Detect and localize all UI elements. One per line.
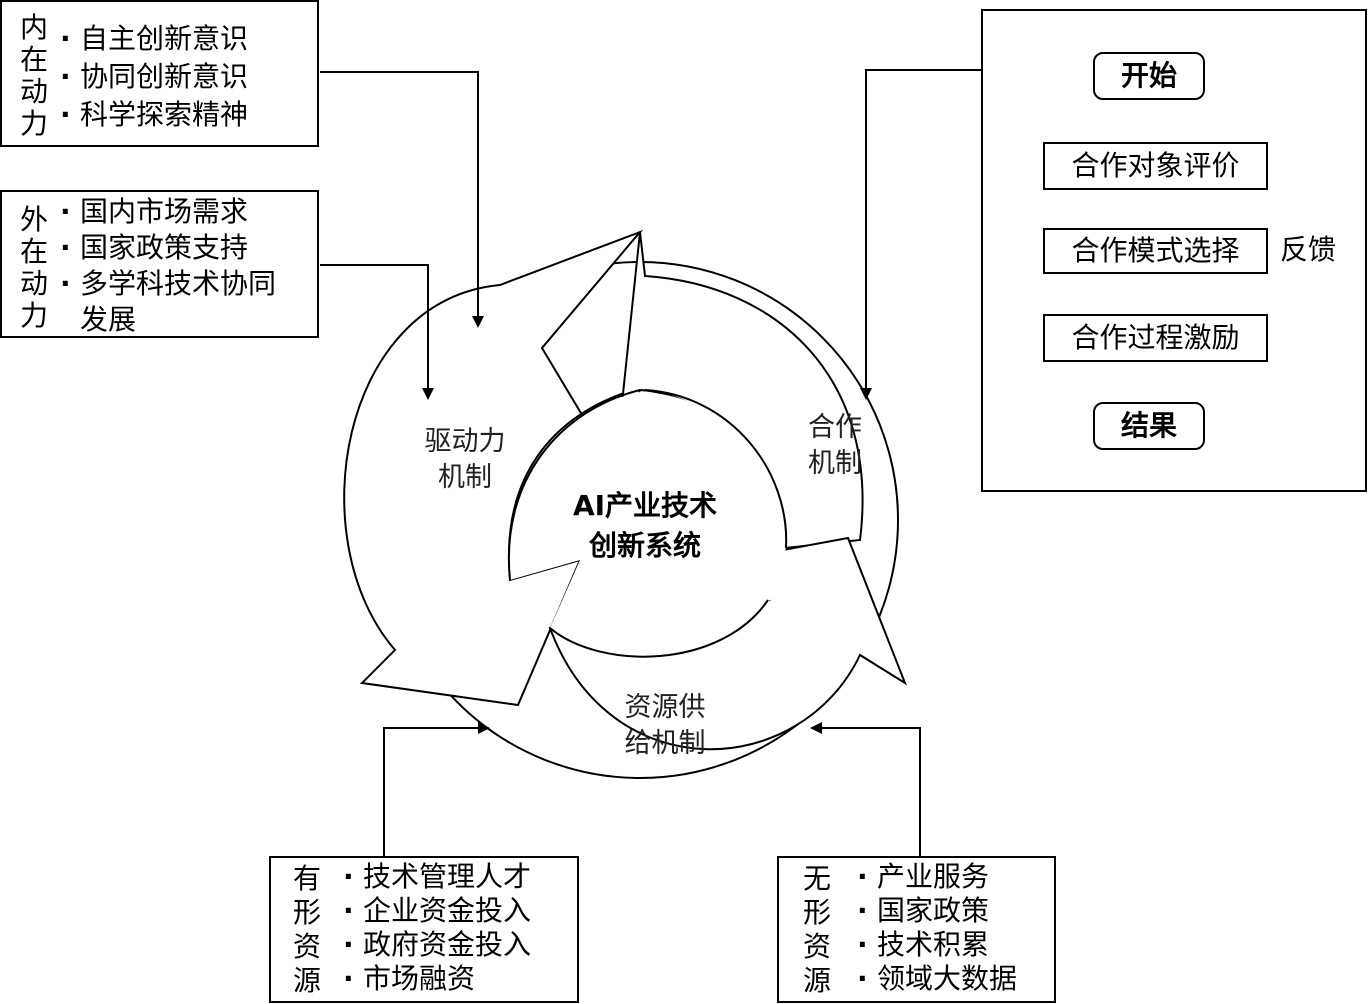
label-char: 资 [803, 930, 832, 963]
list-item: 国内市场需求 [58, 194, 276, 230]
flow-feedback-label: 反馈 [1270, 232, 1346, 268]
center-line: 创新系统 [588, 529, 701, 562]
connector-internal [320, 71, 484, 328]
cycle-inner-gap [508, 392, 787, 661]
list-item: 协同创新意识 [58, 58, 248, 96]
label-char: 力 [20, 107, 49, 140]
label-char: 外 [20, 203, 49, 236]
internal-force-list: 自主创新意识 协同创新意识 科学探索精神 [58, 20, 248, 134]
flow-start: 开始 [1093, 52, 1205, 100]
flow-result: 结果 [1093, 402, 1205, 450]
label-line: 合作 [808, 412, 862, 443]
label-char: 源 [803, 964, 832, 997]
list-item: 企业资金投入 [341, 894, 531, 928]
list-item: 国家政策 [855, 894, 1017, 928]
flow-step-evaluation: 合作对象评价 [1043, 142, 1268, 190]
list-item: 国家政策支持 [58, 230, 276, 266]
tangible-resource-list: 技术管理人才 企业资金投入 政府资金投入 市场融资 [341, 860, 531, 996]
cooperation-mechanism-label: 合作 机制 [795, 410, 875, 482]
tangible-resource-label: 有 形 资 源 [293, 862, 321, 998]
list-item: 领域大数据 [855, 962, 1017, 996]
external-force-list: 国内市场需求 国家政策支持 多学科技术协同 发展 [58, 194, 276, 338]
label-char: 动 [20, 267, 49, 300]
list-item: 技术积累 [855, 928, 1017, 962]
label-char: 动 [20, 75, 49, 108]
label-char: 资 [293, 930, 322, 963]
tangible-resource-box: 有 形 资 源 技术管理人才 企业资金投入 政府资金投入 市场融资 [269, 856, 579, 1003]
label-char: 内 [20, 11, 49, 44]
label-line: 给机制 [624, 728, 706, 759]
connector-cooperation [860, 69, 982, 400]
label-char: 力 [20, 299, 49, 332]
list-item: 政府资金投入 [341, 928, 531, 962]
connector-intangible [810, 722, 921, 856]
list-item: 自主创新意识 [58, 20, 248, 58]
intangible-resource-box: 无 形 资 源 产业服务 国家政策 技术积累 领域大数据 [777, 856, 1056, 1003]
label-char: 无 [803, 862, 832, 895]
label-line: 资源供 [624, 692, 706, 723]
label-char: 在 [20, 235, 49, 268]
internal-force-box: 内 在 动 力 自主创新意识 协同创新意识 科学探索精神 [0, 0, 319, 147]
label-line: 驱动力 [424, 426, 506, 457]
supply-mechanism-label: 资源供 给机制 [605, 690, 725, 762]
list-item: 技术管理人才 [341, 860, 531, 894]
list-item: 市场融资 [341, 962, 531, 996]
label-line: 机制 [808, 448, 862, 479]
center-line: AI产业技术 [572, 489, 718, 522]
list-item: 发展 [80, 303, 137, 336]
drive-mechanism-label: 驱动力 机制 [410, 424, 520, 496]
label-char: 形 [293, 896, 322, 929]
list-item: 产业服务 [855, 860, 1017, 894]
label-char: 有 [293, 862, 322, 895]
flow-step-incentive: 合作过程激励 [1043, 314, 1268, 362]
system-center-title: AI产业技术 创新系统 [540, 486, 750, 566]
label-char: 形 [803, 896, 832, 929]
intangible-resource-label: 无 形 资 源 [803, 862, 831, 998]
connector-external [320, 264, 434, 400]
external-force-label: 外 在 动 力 [20, 204, 48, 332]
label-char: 源 [293, 964, 322, 997]
cycle-arrow-drive [343, 229, 644, 707]
internal-force-label: 内 在 动 力 [20, 12, 48, 140]
flow-step-mode: 合作模式选择 [1043, 228, 1268, 274]
label-char: 在 [20, 43, 49, 76]
label-line: 机制 [438, 462, 492, 493]
cycle-inner-edge [507, 389, 788, 658]
connector-tangible [383, 722, 490, 856]
list-item: 科学探索精神 [58, 96, 248, 134]
list-item: 多学科技术协同 [58, 266, 276, 302]
external-force-box: 外 在 动 力 国内市场需求 国家政策支持 多学科技术协同 发展 [0, 190, 319, 338]
intangible-resource-list: 产业服务 国家政策 技术积累 领域大数据 [855, 860, 1017, 996]
